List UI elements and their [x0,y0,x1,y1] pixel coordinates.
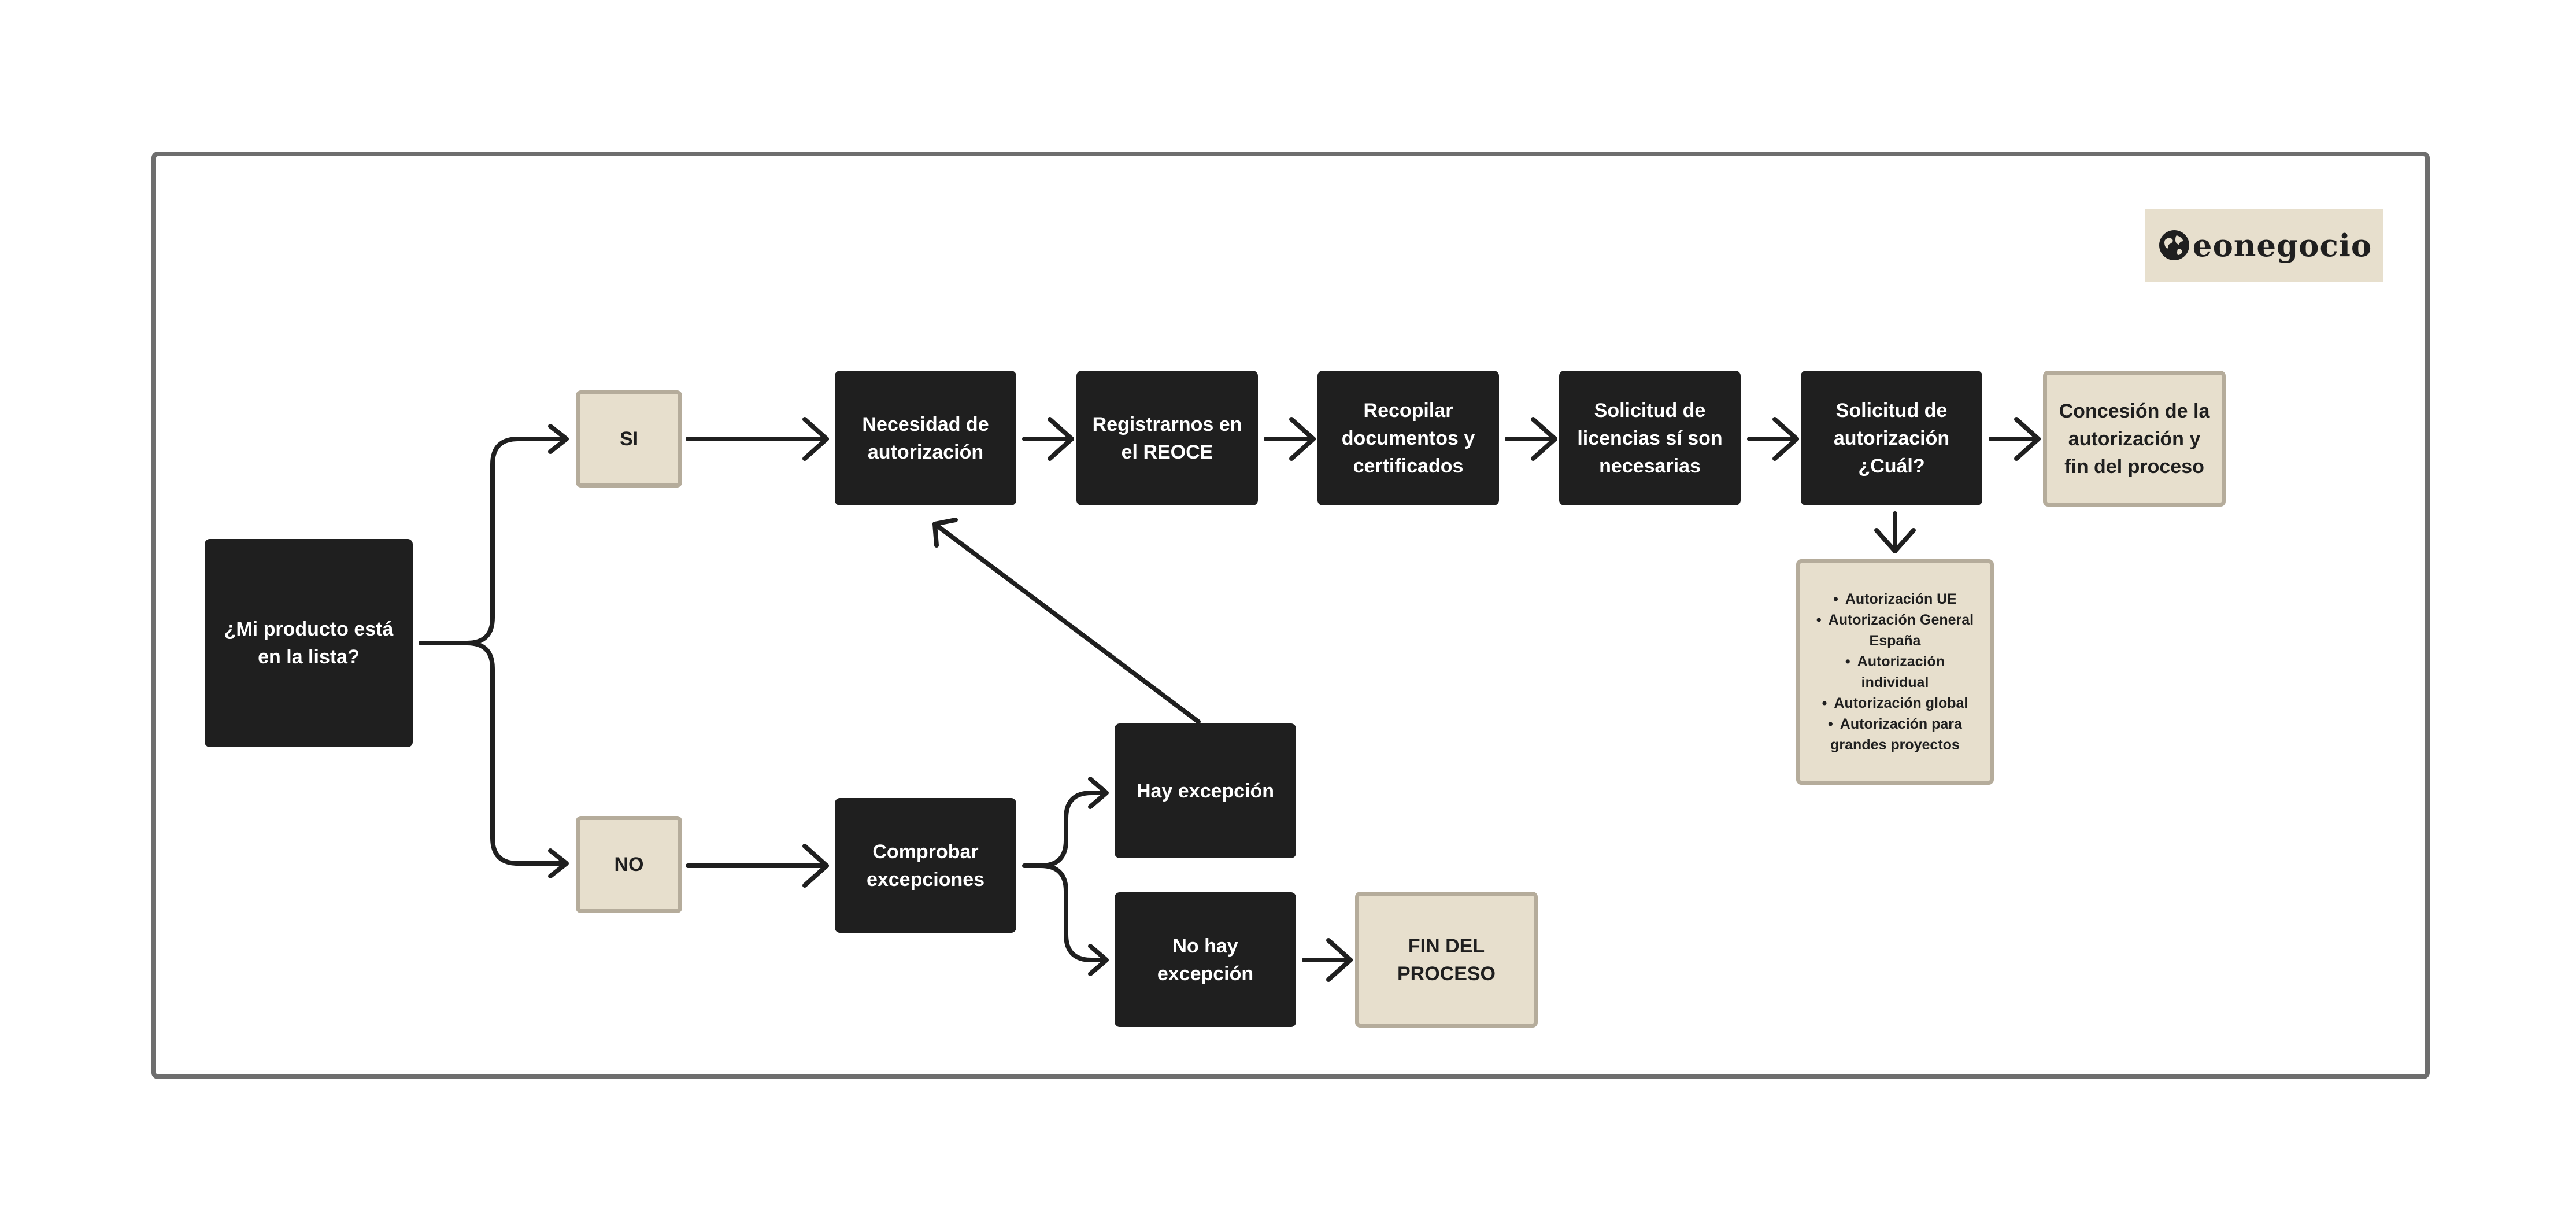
arrowhead [1772,417,1799,461]
license-request-node: Solicitud de licencias sí son necesarias [1559,371,1741,505]
list-item: Autorización global [1811,693,1979,714]
yes-node: SI [576,390,682,488]
no-node: NO [576,816,682,913]
arrowhead [1531,417,1557,461]
list-item: Autorización para grandes proyectos [1811,714,1979,755]
collect-documents-node: Recopilar documentos y certificados [1317,371,1499,505]
arrowhead [1326,938,1353,982]
authorization-types: Autorización UE Autorización General Esp… [1811,589,1979,755]
grant-authorization-node: Concesión de la autorización y fin del p… [2043,371,2226,507]
end-process-node: FIN DEL PROCESO [1355,892,1538,1028]
question-node: ¿Mi producto está en la lista? [205,539,413,747]
authorization-types-list: Autorización UE Autorización General Esp… [1796,559,1994,785]
branch-connector [1038,863,1106,962]
list-item: Autorización individual [1811,651,1979,693]
brand-logo: eonegocio [2145,209,2383,282]
arrowhead [1088,944,1109,976]
arrowhead [1874,528,1916,553]
arrowhead [2014,417,2041,461]
arrowhead [802,844,829,888]
arrowhead-si [548,424,569,454]
register-reoce-node: Registrarnos en el REOCE [1076,371,1258,505]
branch-connector [1022,791,1106,868]
check-exceptions-node: Comprobar excepciones [835,798,1016,933]
arrowhead [1289,417,1316,461]
arrowhead [1048,417,1074,461]
list-item: Autorización General España [1811,610,1979,651]
globe-icon [2159,230,2189,260]
arrowhead [802,417,829,461]
no-exception-node: No hay excepción [1115,892,1296,1027]
diagram-frame [151,152,2430,1079]
list-item: Autorización UE [1811,589,1979,610]
arrowhead [1088,777,1109,809]
arrowhead-no [548,848,569,878]
branch-connector [419,437,565,645]
need-authorization-node: Necesidad de autorización [835,371,1016,505]
authorization-request-node: Solicitud de autorización ¿Cuál? [1801,371,1982,505]
arrowhead [932,518,958,548]
branch-connector [465,641,565,866]
has-exception-node: Hay excepción [1115,723,1296,858]
brand-name: eonegocio [2192,228,2373,264]
arrow-exception-to-need [932,522,1201,724]
